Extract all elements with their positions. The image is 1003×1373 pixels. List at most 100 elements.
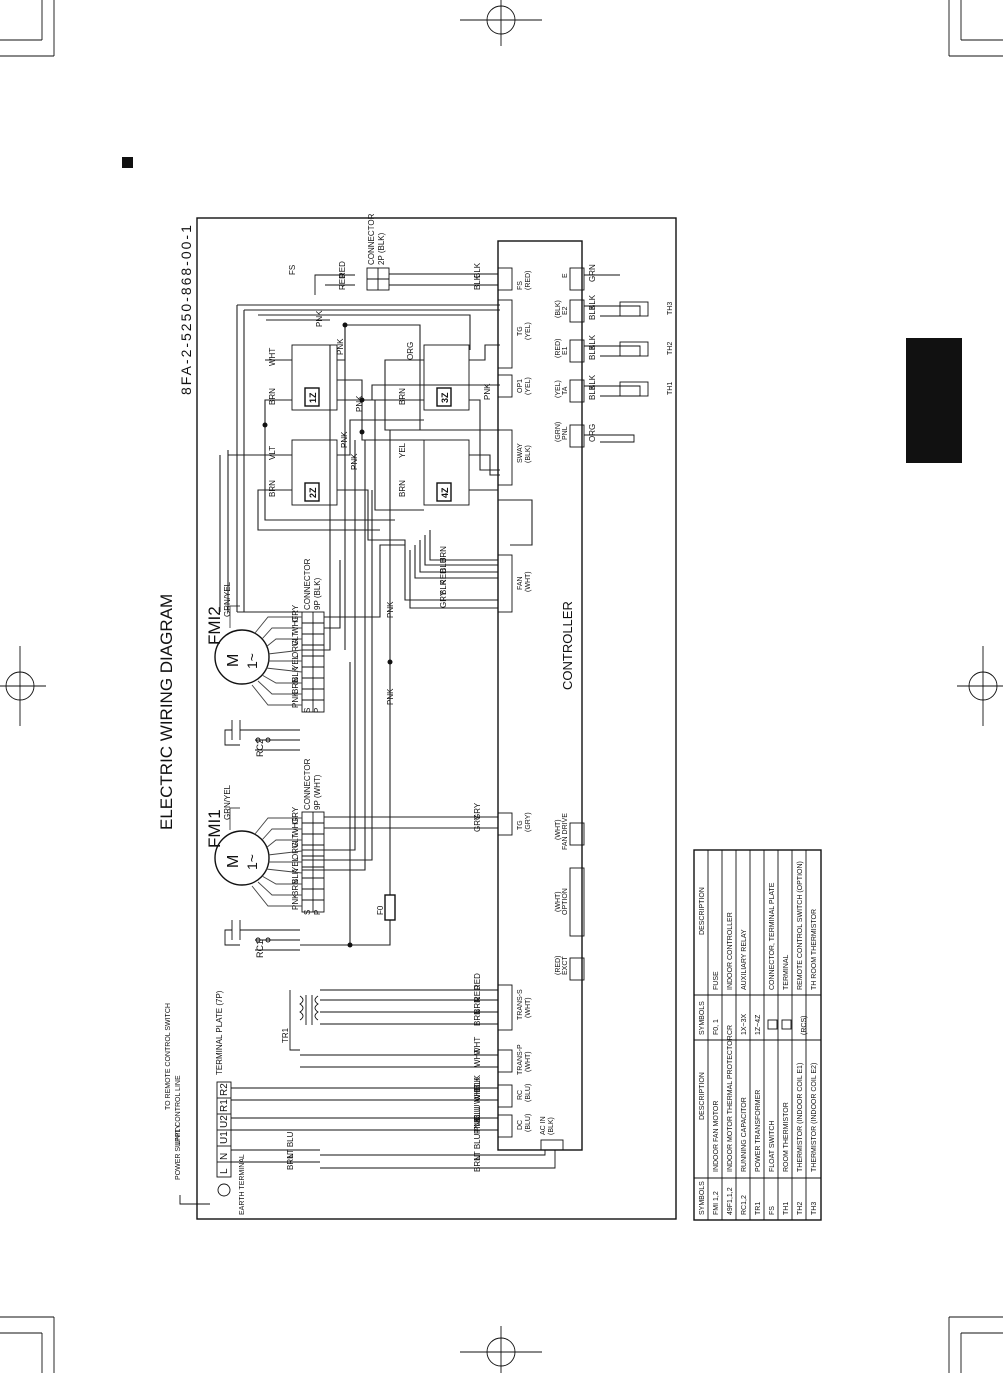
svg-text:TH3: TH3 bbox=[811, 1202, 818, 1215]
relay-3z-wire-a: BRN bbox=[398, 388, 407, 405]
svg-text:OPTION: OPTION bbox=[562, 888, 569, 915]
svg-text:(WHT): (WHT) bbox=[525, 1051, 532, 1072]
svg-text:(GRN): (GRN) bbox=[555, 422, 562, 442]
doc-code: 8FA-2-5250-868-00-1 bbox=[178, 223, 194, 395]
svg-text:F0, 1: F0, 1 bbox=[713, 1019, 720, 1035]
motor-fmi1-phase: 1~ bbox=[244, 854, 260, 870]
svg-text:BLK: BLK bbox=[588, 384, 597, 400]
svg-text:BLU: BLU bbox=[473, 1106, 482, 1122]
svg-text:PNK: PNK bbox=[336, 338, 345, 355]
svg-text:FMI 1,2: FMI 1,2 bbox=[713, 1191, 720, 1215]
fmi1-wire-8: GRY bbox=[291, 806, 300, 824]
svg-text:(WHT): (WHT) bbox=[525, 571, 532, 592]
fmi2-wire-3: BLK bbox=[291, 666, 300, 682]
svg-text:(GRY): (GRY) bbox=[525, 812, 532, 832]
svg-text:BLU: BLU bbox=[439, 557, 448, 573]
svg-text:WHT: WHT bbox=[473, 1037, 482, 1055]
svg-text:1Z~4Z: 1Z~4Z bbox=[755, 1014, 762, 1035]
svg-text:POWER SUPPLY: POWER SUPPLY bbox=[175, 1124, 182, 1180]
svg-text:UNIT CONTROL LINE: UNIT CONTROL LINE bbox=[175, 1075, 182, 1145]
motor-fmi2-name: FMI2 bbox=[205, 606, 224, 645]
svg-text:BLK: BLK bbox=[439, 579, 448, 595]
svg-text:GRY: GRY bbox=[439, 590, 448, 608]
fmi2-wire-5: ORG bbox=[291, 640, 300, 658]
svg-text:BLK: BLK bbox=[588, 294, 597, 310]
svg-text:(RED): (RED) bbox=[555, 339, 562, 358]
relay-1z-wire-b: WHT bbox=[268, 348, 277, 366]
relay-1z-wire-a: BRN bbox=[268, 388, 277, 405]
relay-1z bbox=[291, 344, 338, 411]
svg-text:TH3: TH3 bbox=[667, 302, 674, 315]
svg-text:LT BLU: LT BLU bbox=[473, 1133, 482, 1160]
svg-text:POWER TRANSFORMER: POWER TRANSFORMER bbox=[755, 1090, 762, 1172]
relay-2z-wire-a: BRN bbox=[268, 480, 277, 497]
relay-3z-wire-b: ORG bbox=[406, 342, 415, 360]
svg-text:(RED): (RED) bbox=[555, 956, 562, 975]
svg-text:BLK: BLK bbox=[588, 374, 597, 390]
capacitors bbox=[224, 720, 300, 951]
svg-text:BRN: BRN bbox=[439, 546, 448, 563]
relay-2z-name: 2Z bbox=[308, 487, 318, 498]
svg-text:E1: E1 bbox=[562, 346, 569, 355]
svg-text:R2: R2 bbox=[219, 1083, 230, 1096]
svg-text:BRN: BRN bbox=[286, 1153, 295, 1170]
svg-text:AUXILIARY RELAY: AUXILIARY RELAY bbox=[741, 929, 748, 990]
svg-text:TR1: TR1 bbox=[755, 1202, 762, 1215]
svg-text:EARTH TERMINAL: EARTH TERMINAL bbox=[239, 1154, 246, 1215]
svg-text:TRANS-P: TRANS-P bbox=[517, 1044, 524, 1075]
svg-text:(YEL): (YEL) bbox=[525, 322, 532, 340]
fmi1-wire-7: WHT bbox=[291, 818, 300, 836]
svg-text:BLK: BLK bbox=[588, 304, 597, 320]
svg-text:INDOOR FAN MOTOR: INDOOR FAN MOTOR bbox=[713, 1101, 720, 1172]
svg-text:TERMINAL PLATE (7P): TERMINAL PLATE (7P) bbox=[215, 990, 224, 1075]
svg-text:49F1,1,2: 49F1,1,2 bbox=[727, 1187, 734, 1215]
svg-text:LT BLU: LT BLU bbox=[286, 1131, 295, 1158]
svg-text:TH ROOM THERMISTOR: TH ROOM THERMISTOR bbox=[811, 909, 818, 990]
svg-text:U2: U2 bbox=[219, 1115, 230, 1128]
fs-wire-1: RED bbox=[338, 261, 347, 278]
svg-text:FS: FS bbox=[769, 1206, 776, 1215]
svg-text:1X~3X: 1X~3X bbox=[741, 1013, 748, 1035]
svg-text:THERMISTOR (INDOOR COIL E1): THERMISTOR (INDOOR COIL E1) bbox=[797, 1063, 804, 1172]
svg-text:U1: U1 bbox=[219, 1131, 230, 1144]
svg-text:(BLK): (BLK) bbox=[548, 1117, 555, 1135]
svg-text:RED: RED bbox=[473, 973, 482, 990]
fs-connector-spec: 2P (BLK) bbox=[377, 232, 386, 265]
svg-text:PNK: PNK bbox=[473, 1115, 482, 1132]
svg-text:(YEL): (YEL) bbox=[555, 380, 562, 398]
svg-text:DESCRIPTION: DESCRIPTION bbox=[699, 887, 706, 935]
relay-1z-name: 1Z bbox=[308, 392, 318, 403]
svg-text:TH1: TH1 bbox=[783, 1202, 790, 1215]
svg-text:PNL: PNL bbox=[562, 426, 569, 440]
relay-3z-name: 3Z bbox=[440, 392, 450, 403]
svg-text:L: L bbox=[219, 1168, 230, 1174]
fmi2-wire-4: YEL bbox=[291, 654, 300, 670]
connector-fmi2-s: S bbox=[303, 708, 312, 713]
svg-text:INDOOR CONTROLLER: INDOOR CONTROLLER bbox=[727, 912, 734, 990]
motor-wire-fans bbox=[229, 605, 303, 907]
svg-text:(WHT): (WHT) bbox=[555, 891, 562, 912]
relay-3z bbox=[423, 344, 470, 411]
svg-text:DESCRIPTION: DESCRIPTION bbox=[699, 1072, 706, 1120]
svg-text:WHT: WHT bbox=[473, 1086, 482, 1104]
cap-rc2: RC2 bbox=[255, 739, 265, 757]
svg-text:RC: RC bbox=[517, 1090, 524, 1100]
terminal-plate-labels: L N U1 U2 R1 R2 TERMINAL PLATE (7P) EART… bbox=[165, 990, 482, 1215]
controller-label: CONTROLLER bbox=[560, 601, 575, 690]
fs-wire-2: RED bbox=[338, 273, 347, 290]
svg-text:BLK: BLK bbox=[473, 1074, 482, 1090]
junction-dots bbox=[262, 322, 393, 948]
svg-text:PNK: PNK bbox=[473, 1117, 482, 1134]
fmi2-wire-1: PNK bbox=[291, 691, 300, 708]
fmi1-wire-3: BLK bbox=[291, 868, 300, 884]
svg-text:TH2: TH2 bbox=[667, 342, 674, 355]
fmi1-wire-1: PNK bbox=[291, 893, 300, 910]
svg-text:TG: TG bbox=[517, 326, 524, 336]
svg-text:OP1: OP1 bbox=[517, 379, 524, 393]
motor-fmi2-m: M bbox=[225, 654, 242, 667]
fmi1-wire-4: YEL bbox=[291, 856, 300, 872]
svg-text:GRY: GRY bbox=[473, 802, 482, 820]
controller-box bbox=[497, 240, 583, 1151]
svg-text:CONNECTOR, TERMINAL PLATE: CONNECTOR, TERMINAL PLATE bbox=[769, 882, 776, 990]
svg-text:RC1,2: RC1,2 bbox=[741, 1195, 748, 1215]
